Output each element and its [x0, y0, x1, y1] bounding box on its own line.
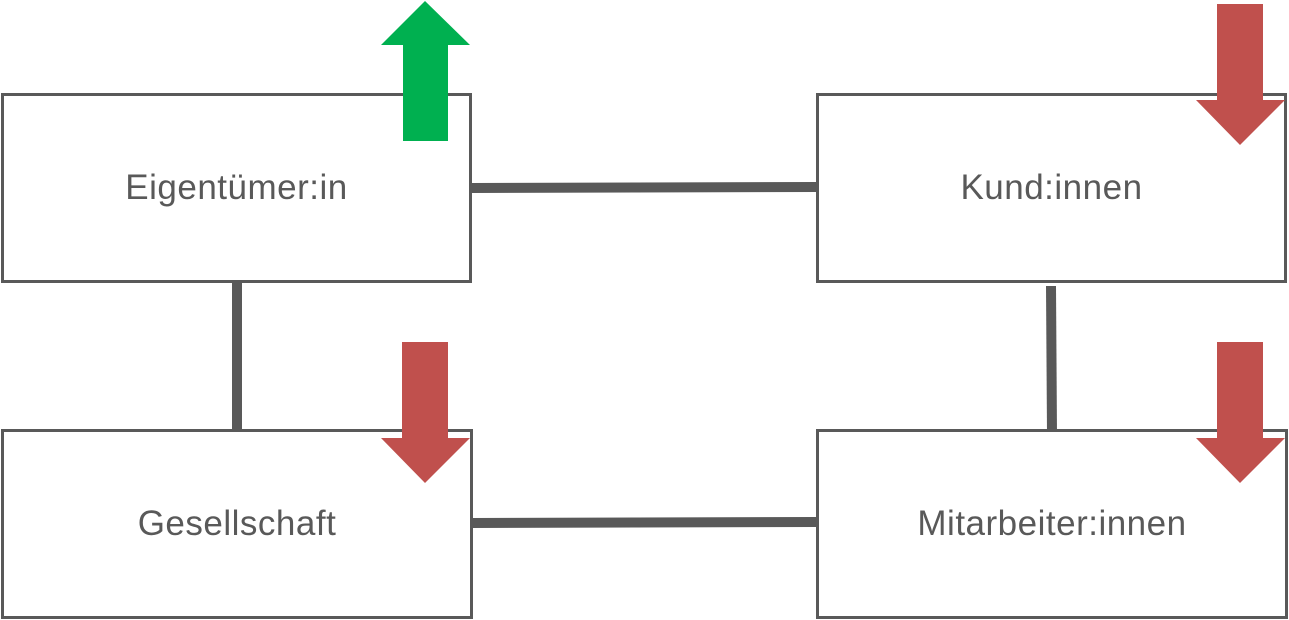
- node-society-label: Gesellschaft: [137, 504, 337, 543]
- node-employees-label: Mitarbeiter:innen: [917, 504, 1187, 543]
- node-owner-label: Eigentümer:in: [125, 168, 348, 207]
- arrow-up-icon: [381, 1, 470, 141]
- connector-customers-employees: [1046, 285, 1057, 435]
- node-owner: Eigentümer:in: [1, 93, 472, 283]
- node-employees: Mitarbeiter:innen: [816, 429, 1288, 619]
- arrow-down-icon: [1196, 4, 1285, 145]
- connector-society-employees: [471, 517, 818, 528]
- node-customers-label: Kund:innen: [960, 168, 1143, 207]
- node-customers: Kund:innen: [816, 93, 1287, 283]
- arrow-down-icon: [1196, 342, 1285, 483]
- node-society: Gesellschaft: [1, 429, 473, 619]
- connector-owner-customers: [471, 182, 818, 193]
- arrow-down-icon: [381, 342, 470, 483]
